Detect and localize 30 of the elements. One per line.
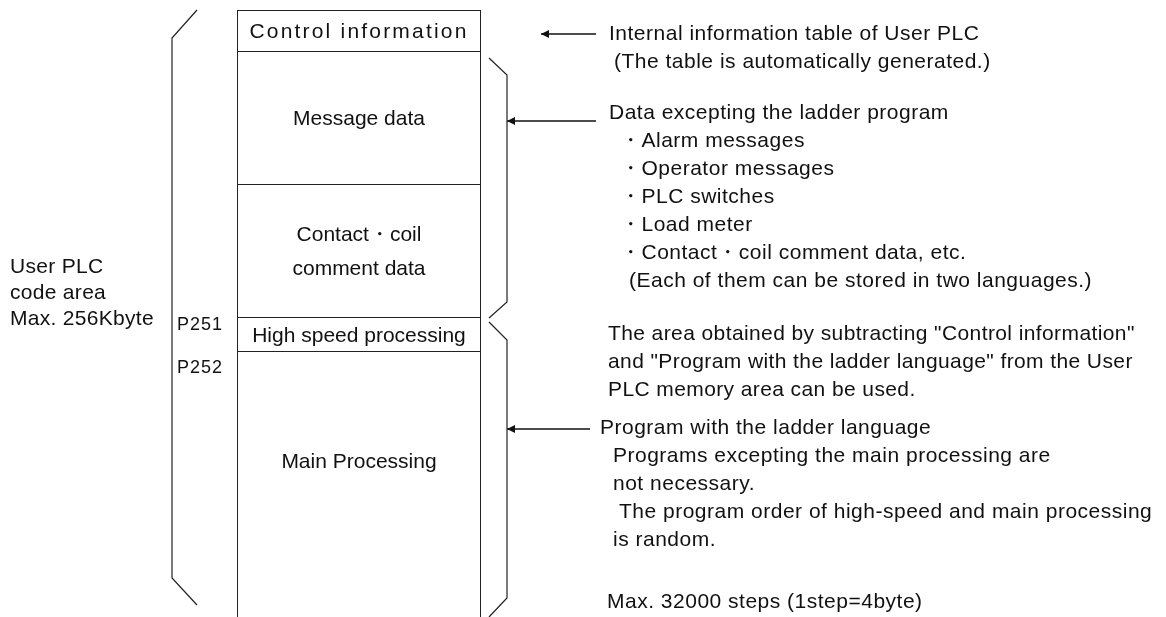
annotation-text: Max. 32000 steps (1step=4byte) [607, 588, 923, 614]
memory-block [237, 352, 481, 617]
arrow [506, 425, 591, 433]
memory-block [237, 185, 481, 318]
annotation-text: ・Contact・coil comment data, etc. [620, 239, 967, 265]
memory-block [237, 10, 481, 52]
annotation-text: ・Alarm messages [620, 127, 805, 153]
annotation-text: Programs excepting the main processing are not necessary. [613, 442, 1052, 496]
memory-block [237, 52, 481, 185]
annotation-heading: Internal information table of User PLC [609, 20, 980, 46]
annotation-text: The program order of high-speed and main processing is random. [613, 498, 1154, 552]
annotation-text: (The table is automatically generated.) [614, 48, 991, 74]
annotation-text: ・Load meter [620, 211, 753, 237]
area-label: User PLC code area Max. 256Kbyte [10, 253, 155, 331]
block-label: Contact・coil comment data [291, 221, 427, 281]
annotation-text: ・Operator messages [620, 155, 835, 181]
annotation-text: (Each of them can be stored in two languages.) [629, 267, 1093, 293]
memory-block [237, 318, 481, 352]
block-label: High speed processing [252, 321, 466, 348]
annotation-text: ・PLC switches [620, 183, 775, 209]
block-label: Message data [293, 105, 425, 131]
note-text: The area obtained by subtracting "Control information" and "Program with the ladder language" from the User PLC memory area can be used. [608, 320, 1136, 402]
arrow [540, 30, 597, 38]
annotation-heading: Data excepting the ladder program [609, 99, 949, 125]
address-label: P251 [177, 314, 224, 335]
address-label: P252 [177, 357, 224, 378]
block-label: Control information [249, 18, 469, 44]
arrow [506, 117, 597, 125]
block-label: Main Processing [281, 447, 437, 474]
annotation-heading: Program with the ladder language [600, 414, 932, 440]
